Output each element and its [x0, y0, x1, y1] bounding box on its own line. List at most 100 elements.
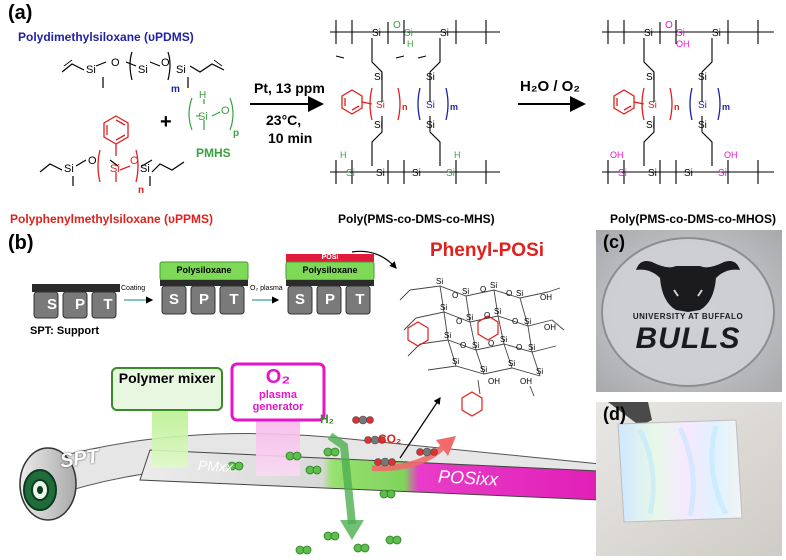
- pdms-sub-m: m: [171, 84, 180, 95]
- product1-name: Poly(PMS-co-DMS-co-MHS): [338, 212, 495, 226]
- spt-block-2: [159, 261, 249, 315]
- spt-block-1: [32, 284, 120, 319]
- p2-sub-n: n: [674, 102, 680, 112]
- pmhs-o: O: [221, 105, 230, 117]
- p2-si-bot-4: Si: [718, 168, 727, 179]
- ppms-o-2: O: [130, 155, 139, 167]
- p1-si-top-3: Si: [440, 28, 449, 39]
- logo-bulls-text: BULLS: [635, 322, 741, 355]
- ppms-sub-n: n: [138, 185, 144, 196]
- catalyst-label: Pt, 13 ppm: [254, 80, 325, 96]
- spt-t-2: T: [229, 291, 239, 308]
- pmhs-label: PMHS: [196, 146, 231, 160]
- svg-text:Si: Si: [508, 359, 515, 368]
- p1-si-dms: Si: [426, 100, 435, 111]
- spt-s: S: [46, 296, 57, 313]
- phenyl-posi-network: [399, 285, 565, 397]
- panel-b-label: (b): [8, 232, 34, 254]
- pdms-si-2: Si: [138, 64, 148, 76]
- p1-h-bot-2: H: [454, 150, 461, 160]
- svg-text:Si: Si: [466, 313, 473, 322]
- h2-down-arrow: [327, 432, 356, 525]
- p1-si-mid-4: Si: [426, 120, 435, 131]
- svg-text:Si: Si: [462, 287, 469, 296]
- ppms-si-3: Si: [140, 163, 150, 175]
- panel-a-label: (a): [8, 2, 33, 24]
- p2-si-mid-1: Si: [646, 72, 655, 83]
- ppms-name: Polyphenylmethylsiloxane (υPPMS): [10, 212, 214, 226]
- film-sheen: [637, 425, 729, 517]
- pdms-structure: [61, 51, 225, 88]
- co2-molecules: [352, 415, 438, 467]
- ppms-phenyl-ring: [97, 115, 139, 183]
- spt-t: T: [103, 296, 113, 313]
- panel-c-label: (c): [603, 232, 625, 252]
- p1-si-bot-1: Si: [346, 168, 355, 179]
- product1-phenyl: [341, 87, 401, 121]
- p2-oh-bot-1: OH: [610, 150, 624, 160]
- polysiloxane-label-1: Polysiloxane: [176, 265, 232, 275]
- p2-si-mid-3: Si: [646, 120, 655, 131]
- svg-text:OH: OH: [540, 293, 552, 302]
- product2-phenyl: [613, 87, 673, 121]
- spt-letters-3: S P T: [288, 291, 372, 308]
- posixx-label: POSixx: [437, 466, 499, 490]
- p1-si-top-1: Si: [372, 28, 381, 39]
- svg-text:O: O: [452, 291, 458, 300]
- p1-h-bot-1: H: [340, 150, 347, 160]
- plasma-generator-label: plasma generator: [252, 389, 304, 413]
- spt-letters-2: S P T: [162, 291, 246, 308]
- p2-si-phenyl: Si: [648, 100, 657, 111]
- spt-s-2: S: [168, 291, 179, 308]
- spt-p-3: P: [324, 291, 335, 308]
- svg-text:O: O: [516, 343, 522, 352]
- p2-si-bot-2: Si: [648, 168, 657, 179]
- ppms-o-1: O: [88, 155, 97, 167]
- pmxx-label: PMxx: [197, 457, 234, 475]
- product2-network: [602, 20, 774, 184]
- p2-si-bot-3: Si: [684, 168, 693, 179]
- h2-label: H₂: [320, 412, 334, 426]
- svg-text:O: O: [512, 317, 518, 326]
- spt-block-3: [285, 254, 375, 315]
- svg-text:Si: Si: [440, 303, 447, 312]
- panel-d-label: (d): [603, 404, 626, 424]
- p2-si-top-3: Si: [712, 28, 721, 39]
- oxidant-label: H₂O / O₂: [520, 78, 580, 95]
- o2-label: O₂: [265, 366, 291, 388]
- p1-si-top-2: Si: [404, 28, 413, 39]
- temperature-label: 23°C,: [266, 112, 302, 128]
- time-label: 10 min: [268, 130, 313, 146]
- spt-t-3: T: [355, 291, 365, 308]
- co2-arrowhead: [436, 436, 456, 456]
- plus-sign: +: [160, 111, 172, 133]
- svg-text:O: O: [456, 317, 462, 326]
- polymer-mixer-label: Polymer mixer: [118, 370, 216, 386]
- network-pointer-arrow: [399, 397, 441, 459]
- logo-university-text: UNIVERSITY AT BUFFALO: [632, 312, 744, 321]
- pmhs-h: H: [199, 90, 206, 101]
- p1-si-bot-4: Si: [446, 168, 455, 179]
- p2-oh-bot-2: OH: [724, 150, 738, 160]
- p2-si-mid-2: Si: [698, 72, 707, 83]
- pdms-si-3: Si: [176, 64, 186, 76]
- p1-si-mid-2: Si: [426, 72, 435, 83]
- p1-si-bot-3: Si: [412, 168, 421, 179]
- svg-text:Si: Si: [452, 357, 459, 366]
- ppms-si-1: Si: [64, 163, 74, 175]
- spt-p: P: [74, 296, 85, 313]
- p2-o-top: O: [665, 20, 673, 31]
- co2-up-arrow: [371, 443, 447, 472]
- tweezers-icon: [608, 402, 652, 426]
- spt-s-3: S: [294, 291, 305, 308]
- h2-arrowhead: [340, 520, 364, 540]
- spt-letters-1: S P T: [40, 296, 120, 313]
- co2-label: CO₂: [378, 432, 402, 446]
- p1-si-phenyl: Si: [376, 100, 385, 111]
- pmhs-si: Si: [198, 111, 208, 123]
- svg-text:OH: OH: [488, 377, 500, 386]
- svg-text:Si: Si: [490, 281, 497, 290]
- p2-si-bot-1: Si: [618, 168, 627, 179]
- ppms-structure: [39, 159, 185, 186]
